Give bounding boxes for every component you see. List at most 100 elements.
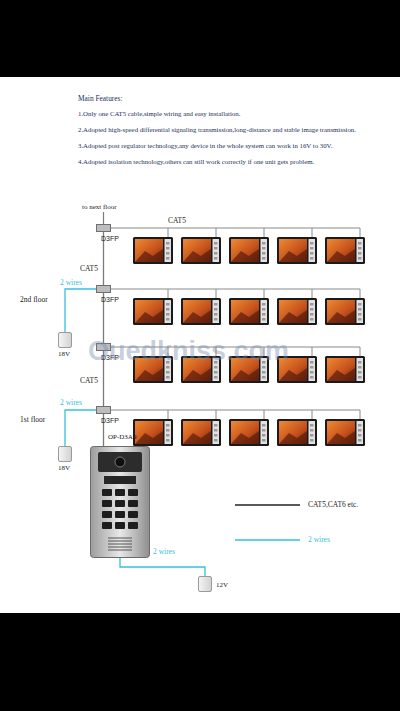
monitor-frame xyxy=(181,298,221,325)
floor-bus-line xyxy=(111,227,360,228)
monitor-button xyxy=(358,252,362,255)
monitor-button xyxy=(262,434,266,437)
monitor-button xyxy=(214,247,218,250)
cable-label: 2 wires xyxy=(60,279,82,287)
monitor-button xyxy=(310,366,314,369)
monitor-button xyxy=(262,242,266,245)
monitor-drop-line xyxy=(264,228,265,237)
monitor-drop-line xyxy=(264,289,265,298)
monitor-button-panel xyxy=(357,421,364,444)
monitor-drop-line xyxy=(312,347,313,356)
monitor-button-panel xyxy=(165,421,172,444)
legend-text: CAT5,CAT6 etc. xyxy=(308,501,358,509)
distributor-label: D3FP xyxy=(101,417,119,424)
screen-image xyxy=(135,310,163,323)
monitor-button xyxy=(214,242,218,245)
monitor-button xyxy=(214,366,218,369)
monitor-button-panel xyxy=(165,300,172,323)
power-supply: 18V xyxy=(58,332,72,348)
monitor-button-panel xyxy=(165,239,172,262)
floor-bus-line xyxy=(111,409,360,410)
monitor-button-panel xyxy=(213,300,220,323)
keypad-button xyxy=(115,511,125,518)
monitor-frame xyxy=(325,237,365,264)
monitor-drop-line xyxy=(264,410,265,419)
feature-text: 1.Only one CAT5 cable,simple wiring and … xyxy=(78,111,240,118)
monitor-drop-line xyxy=(312,410,313,419)
screen-image xyxy=(231,249,259,262)
door-station: OP-D3A9 xyxy=(90,446,150,558)
monitor-drop-line xyxy=(312,228,313,237)
feature-text: 3.Adopted post regulator technology,any … xyxy=(78,143,332,150)
monitor-button xyxy=(310,313,314,316)
monitor-button xyxy=(262,439,266,442)
monitor-button xyxy=(166,429,170,432)
distributor-box: D3FP xyxy=(96,224,111,232)
monitor-screen xyxy=(327,300,355,323)
voltage-label: 18V xyxy=(58,351,70,358)
monitor-button xyxy=(262,318,266,321)
monitor-screen xyxy=(327,239,355,262)
monitor-frame xyxy=(133,237,173,264)
monitor-button-panel xyxy=(261,239,268,262)
speaker-grille xyxy=(108,538,132,539)
monitor-button xyxy=(310,242,314,245)
monitor-button xyxy=(214,434,218,437)
monitor-button xyxy=(310,361,314,364)
screen-image xyxy=(135,431,163,444)
screen-image xyxy=(231,431,259,444)
cable-label: CAT5 xyxy=(80,377,98,385)
distributor-box: D3FP xyxy=(96,406,111,414)
monitor-button-panel xyxy=(309,300,316,323)
keypad-button xyxy=(128,489,138,496)
monitor-button xyxy=(358,313,362,316)
monitor-button xyxy=(166,247,170,250)
screen-image xyxy=(327,310,355,323)
monitor-button xyxy=(358,429,362,432)
monitor-button xyxy=(358,257,362,260)
monitor-button xyxy=(310,308,314,311)
monitor-button xyxy=(214,308,218,311)
keypad-button xyxy=(102,489,112,496)
distributor-box: D3FP xyxy=(96,285,111,293)
note-text: to next floor xyxy=(82,204,117,211)
cable-label: 2 wires xyxy=(60,399,82,407)
monitor-button xyxy=(262,308,266,311)
keypad-button xyxy=(102,500,112,507)
legend-sample xyxy=(235,504,300,505)
monitor-button xyxy=(262,429,266,432)
distributor-label: D3FP xyxy=(101,296,119,303)
monitor-frame xyxy=(325,419,365,446)
monitor-button xyxy=(310,257,314,260)
cable-label: CAT5 xyxy=(168,217,186,225)
monitor-button-panel xyxy=(261,300,268,323)
monitor-button xyxy=(214,257,218,260)
monitor-frame xyxy=(229,419,269,446)
monitor-button xyxy=(214,439,218,442)
panel-body xyxy=(91,447,150,558)
monitor-button xyxy=(166,424,170,427)
monitor-frame xyxy=(133,298,173,325)
feature-text: 4.Adopted isolation technology,others ca… xyxy=(78,159,314,166)
monitor-frame xyxy=(181,419,221,446)
keypad-button xyxy=(128,522,138,529)
top-band xyxy=(0,0,400,77)
monitor-frame xyxy=(133,419,173,446)
monitor-button xyxy=(166,371,170,374)
monitor-button xyxy=(214,252,218,255)
monitor-button xyxy=(166,303,170,306)
legend-text: 2 wires xyxy=(308,536,330,544)
bottom-band xyxy=(0,613,400,711)
keypad-button xyxy=(102,511,112,518)
monitor-button xyxy=(214,376,218,379)
feature-text: 2.Adopted high-speed differential signal… xyxy=(78,127,356,134)
monitor-button xyxy=(166,318,170,321)
monitor-drop-line xyxy=(216,289,217,298)
monitor-drop-line xyxy=(216,228,217,237)
floor-label: 2nd floor xyxy=(20,296,48,304)
monitor-button xyxy=(166,242,170,245)
monitor-button-panel xyxy=(309,358,316,381)
monitor-button xyxy=(310,439,314,442)
floor-bus-line xyxy=(111,288,360,289)
